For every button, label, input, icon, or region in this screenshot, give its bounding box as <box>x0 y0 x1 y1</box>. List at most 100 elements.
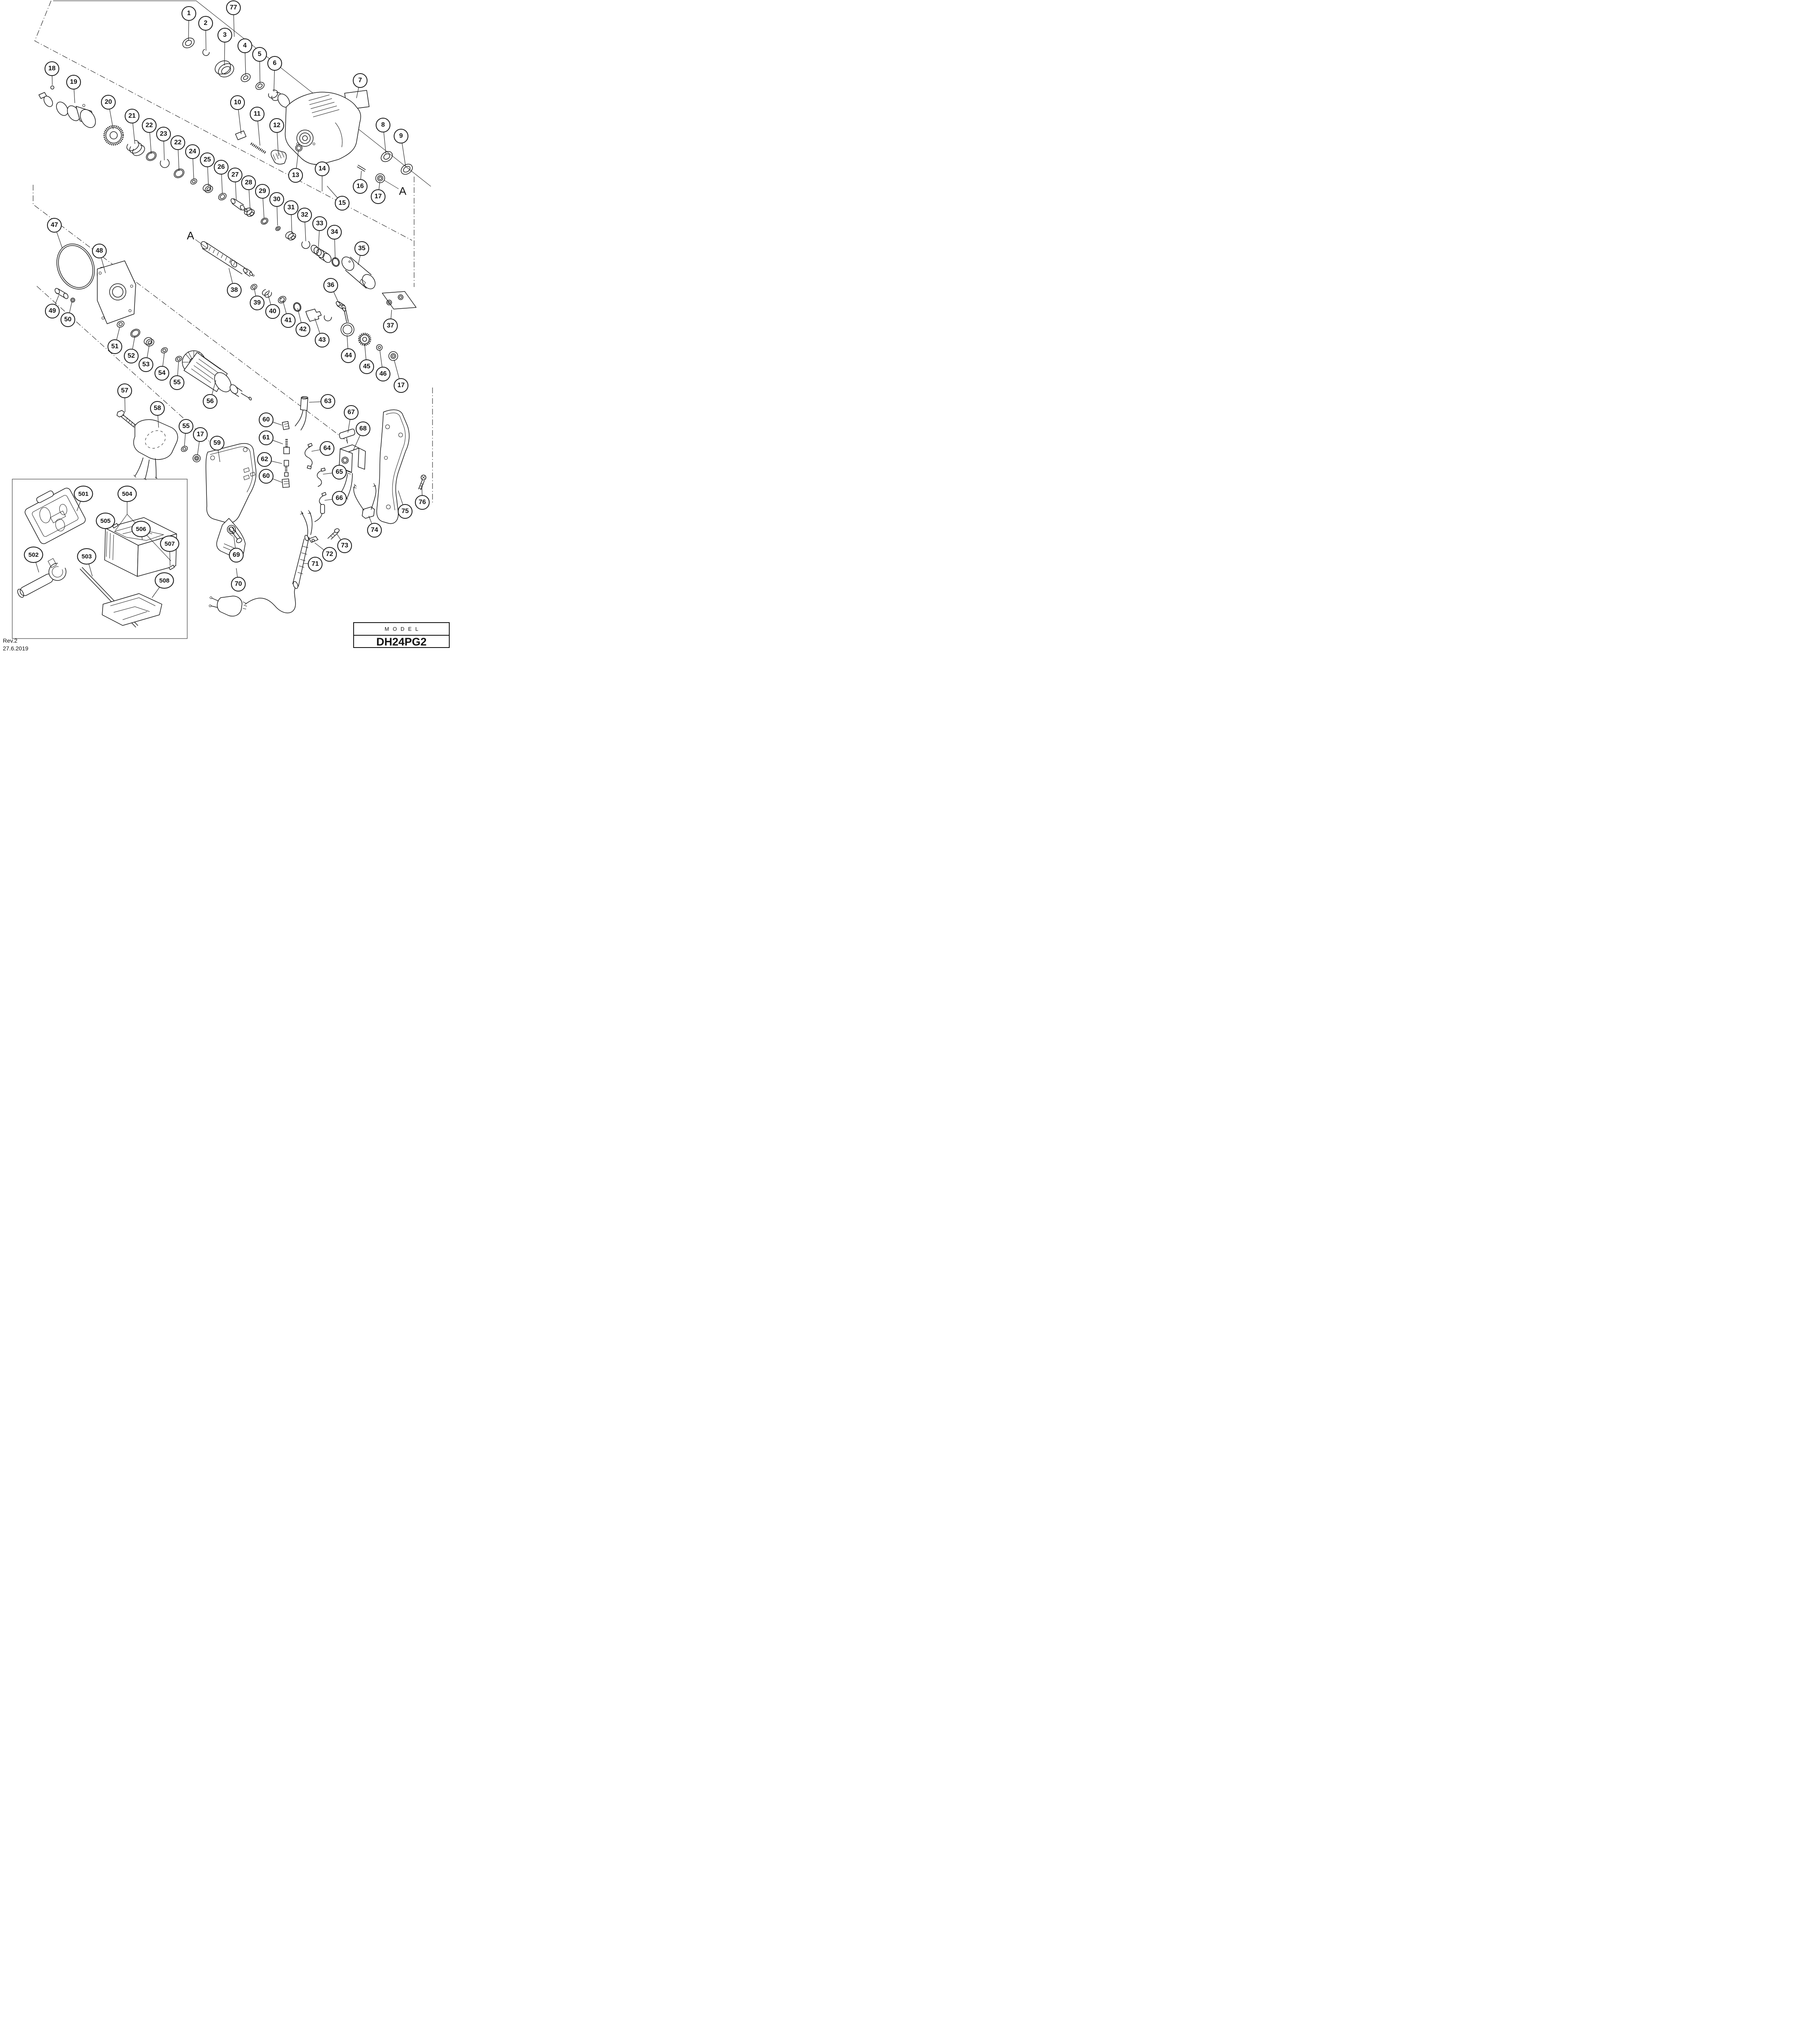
balloon-34: 34 <box>327 225 342 240</box>
balloon-11: 11 <box>250 107 264 121</box>
stator-and-bolt <box>117 410 178 480</box>
revision-number: Rev.2 <box>3 637 18 644</box>
spline-shaft-chain-parts <box>195 239 398 361</box>
balloon-16: 16 <box>353 179 368 194</box>
balloon-69: 69 <box>229 548 244 563</box>
balloon-75: 75 <box>398 504 412 519</box>
balloon-63: 63 <box>321 394 335 409</box>
balloon-33: 33 <box>312 216 327 231</box>
balloon-47: 47 <box>47 218 62 233</box>
balloon-31: 31 <box>284 200 298 215</box>
balloon-12: 12 <box>269 118 284 133</box>
balloon-6: 6 <box>267 56 282 71</box>
balloon-48: 48 <box>92 244 107 258</box>
exploded-view-drawing <box>12 0 433 639</box>
balloon-77: 77 <box>226 0 241 15</box>
revision-block: Rev.2 27.6.2019 <box>3 637 28 652</box>
balloon-37: 37 <box>383 318 398 333</box>
balloon-24: 24 <box>185 144 200 159</box>
balloon-51: 51 <box>108 339 122 354</box>
balloon-66: 66 <box>332 491 347 506</box>
armature-bearing-chain <box>117 320 252 401</box>
balloon-72: 72 <box>322 547 337 562</box>
balloon-17: 17 <box>193 427 208 442</box>
lock-button-spring-lever-parts <box>235 130 413 189</box>
balloon-505: 505 <box>96 513 115 529</box>
revision-date: 27.6.2019 <box>3 645 29 652</box>
balloon-27: 27 <box>228 168 242 182</box>
balloon-40: 40 <box>265 304 280 319</box>
front-cap-seal-parts <box>182 38 282 101</box>
balloon-3: 3 <box>217 28 232 43</box>
view-label-a-right: A <box>399 185 407 197</box>
model-title-block: MODEL DH24PG2 <box>353 622 450 648</box>
balloon-22: 22 <box>142 118 157 133</box>
gear-housing-drawing <box>277 92 361 165</box>
gear-cover-gasket-parts <box>54 243 136 324</box>
balloon-506: 506 <box>131 521 151 537</box>
balloon-49: 49 <box>45 304 60 318</box>
balloon-58: 58 <box>150 401 165 416</box>
balloon-61: 61 <box>259 430 273 445</box>
balloon-42: 42 <box>296 322 310 337</box>
balloon-73: 73 <box>337 538 352 553</box>
balloon-2: 2 <box>198 16 213 31</box>
balloon-19: 19 <box>66 75 81 90</box>
balloon-29: 29 <box>255 184 270 199</box>
balloon-46: 46 <box>376 367 390 381</box>
balloon-50: 50 <box>61 312 75 327</box>
balloon-30: 30 <box>269 192 284 207</box>
brush-and-wiring-parts <box>282 396 327 522</box>
balloon-71: 71 <box>308 557 323 572</box>
balloon-44: 44 <box>341 348 356 363</box>
balloon-74: 74 <box>367 523 382 538</box>
balloon-68: 68 <box>356 421 370 436</box>
balloon-22: 22 <box>170 135 185 150</box>
balloon-503: 503 <box>77 548 96 565</box>
balloon-10: 10 <box>230 95 245 110</box>
balloon-20: 20 <box>101 95 116 110</box>
balloon-54: 54 <box>155 366 169 381</box>
handle-cover-and-screw <box>376 409 426 524</box>
balloon-76: 76 <box>415 495 430 510</box>
balloon-7: 7 <box>353 73 368 88</box>
balloon-57: 57 <box>117 383 132 398</box>
balloon-67: 67 <box>344 405 359 420</box>
balloon-9: 9 <box>394 129 408 143</box>
balloon-56: 56 <box>203 394 217 409</box>
balloon-55: 55 <box>170 375 184 390</box>
model-value: DH24PG2 <box>376 636 427 648</box>
balloon-53: 53 <box>139 357 153 372</box>
balloon-32: 32 <box>297 208 312 222</box>
noise-suppressor <box>353 483 377 519</box>
balloon-17: 17 <box>371 189 386 204</box>
balloon-35: 35 <box>354 241 369 256</box>
balloon-28: 28 <box>241 175 256 190</box>
balloon-38: 38 <box>227 283 242 298</box>
balloon-13: 13 <box>288 168 303 183</box>
balloon-60: 60 <box>259 469 273 484</box>
accessory-kit-box <box>12 479 188 639</box>
balloon-501: 501 <box>74 486 93 502</box>
balloon-21: 21 <box>125 109 139 123</box>
balloon-4: 4 <box>238 38 252 53</box>
housing-handle-half <box>181 443 257 558</box>
balloon-507: 507 <box>160 536 179 552</box>
balloon-59: 59 <box>210 436 224 450</box>
balloon-5: 5 <box>252 47 267 62</box>
balloon-14: 14 <box>315 161 329 176</box>
balloon-45: 45 <box>359 359 374 374</box>
balloon-8: 8 <box>376 118 390 132</box>
balloon-18: 18 <box>45 61 59 76</box>
balloon-70: 70 <box>231 577 246 592</box>
balloon-55: 55 <box>179 419 193 434</box>
balloon-41: 41 <box>281 313 296 328</box>
balloon-65: 65 <box>332 465 347 480</box>
view-label-a-left: A <box>186 229 195 242</box>
balloon-64: 64 <box>320 441 334 456</box>
balloon-39: 39 <box>250 296 264 310</box>
balloon-60: 60 <box>259 412 273 427</box>
balloon-502: 502 <box>24 547 43 563</box>
balloon-508: 508 <box>155 572 174 589</box>
